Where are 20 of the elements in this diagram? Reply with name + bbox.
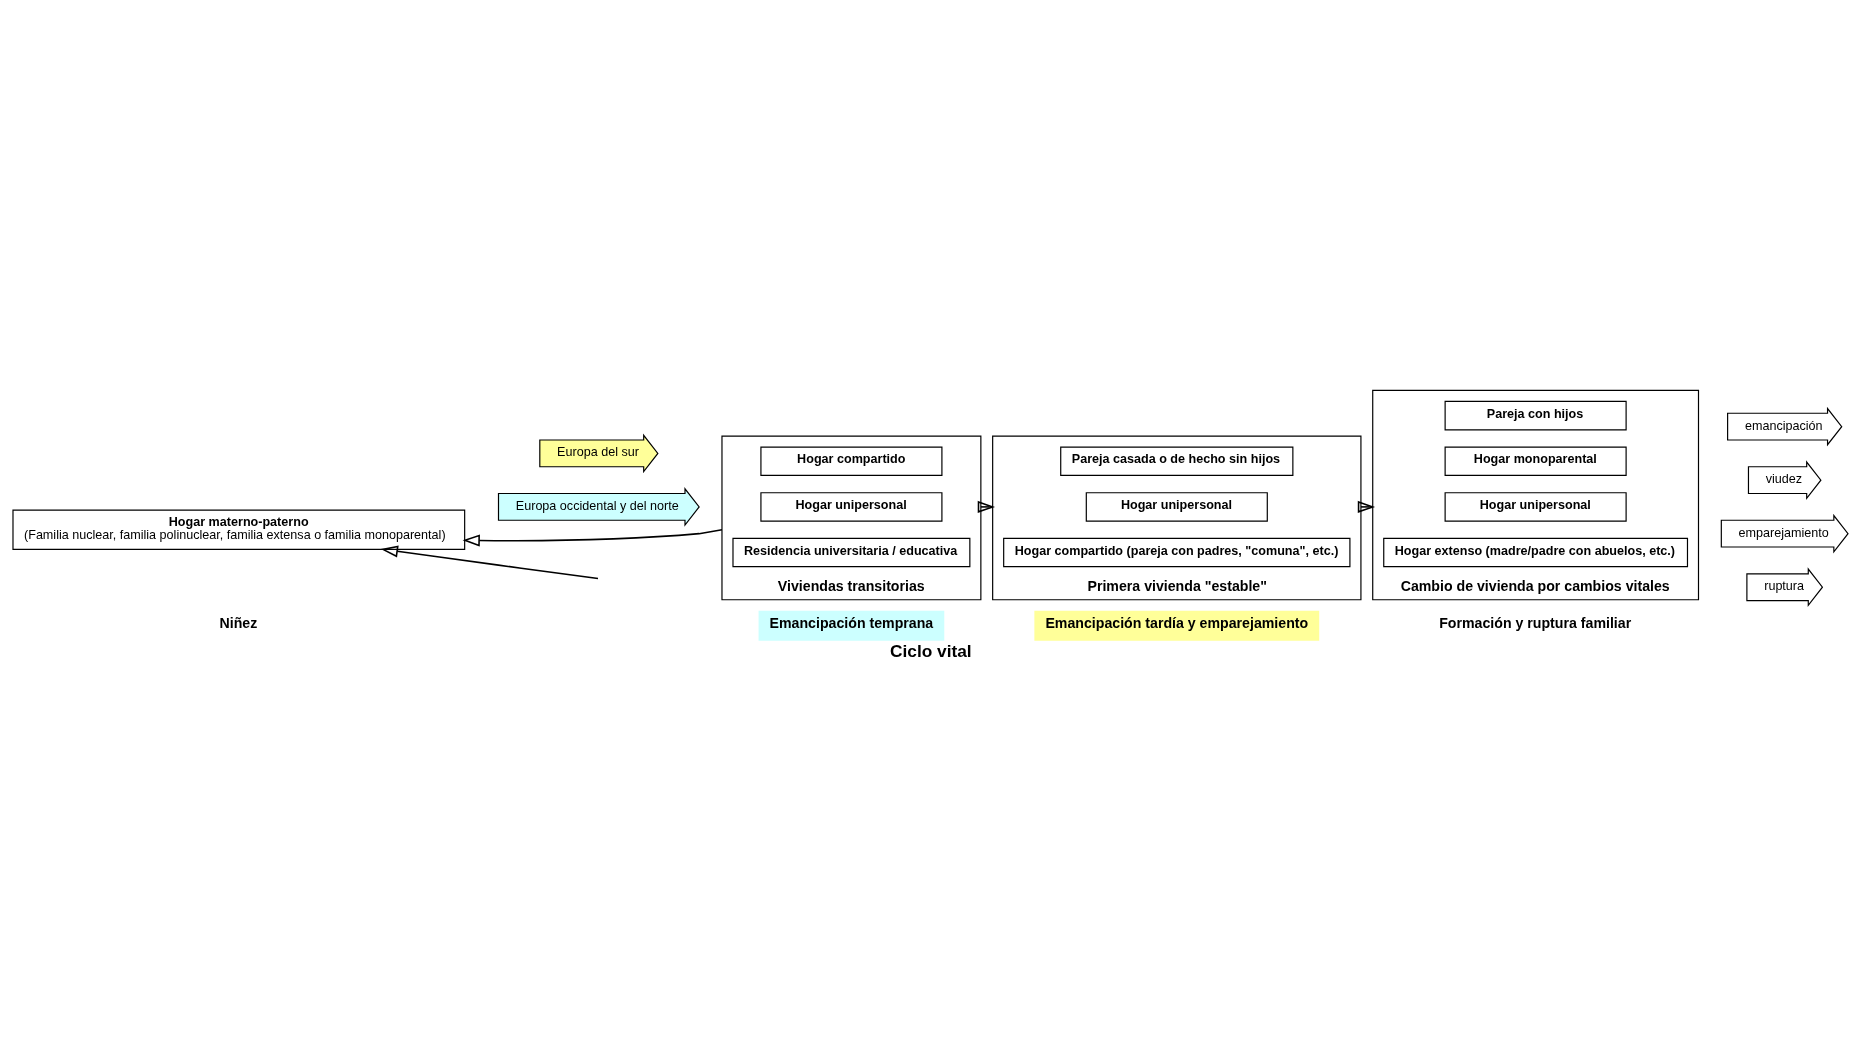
node-box: Pareja casada o de hecho sin hijos	[1060, 446, 1294, 476]
label: Emancipación temprana	[769, 615, 934, 632]
node-box: Residencia universitaria / educativa	[732, 537, 971, 568]
label: Emancipación tardía y emparejamiento	[1045, 615, 1309, 632]
arrow	[380, 545, 599, 580]
node-box: Hogar compartido	[760, 446, 943, 476]
node-box: Hogar compartido (pareja con padres, "comuna", etc.)	[1003, 537, 1351, 568]
caption: Ciclo vital	[889, 640, 972, 661]
node-box: Hogar unipersonal	[1085, 492, 1268, 522]
node-box: Pareja con hijos	[1444, 400, 1627, 431]
node-box: Hogar extenso (madre/padre con abuelos, etc.)	[1383, 537, 1689, 568]
node-box: Hogar unipersonal	[760, 492, 943, 522]
node-box: Hogar unipersonal	[1444, 492, 1627, 522]
node-box: Hogar monoparental	[1444, 446, 1627, 476]
arrow	[977, 500, 996, 513]
arrow	[1357, 500, 1376, 513]
node-box: Hogar materno-paterno (Familia nuclear, familia polinuclear, familia extensa o familia monoparental)	[12, 509, 466, 550]
label: Formación y ruptura familiar	[1439, 615, 1632, 632]
label: Niñez	[219, 615, 258, 632]
arrow	[462, 528, 723, 547]
